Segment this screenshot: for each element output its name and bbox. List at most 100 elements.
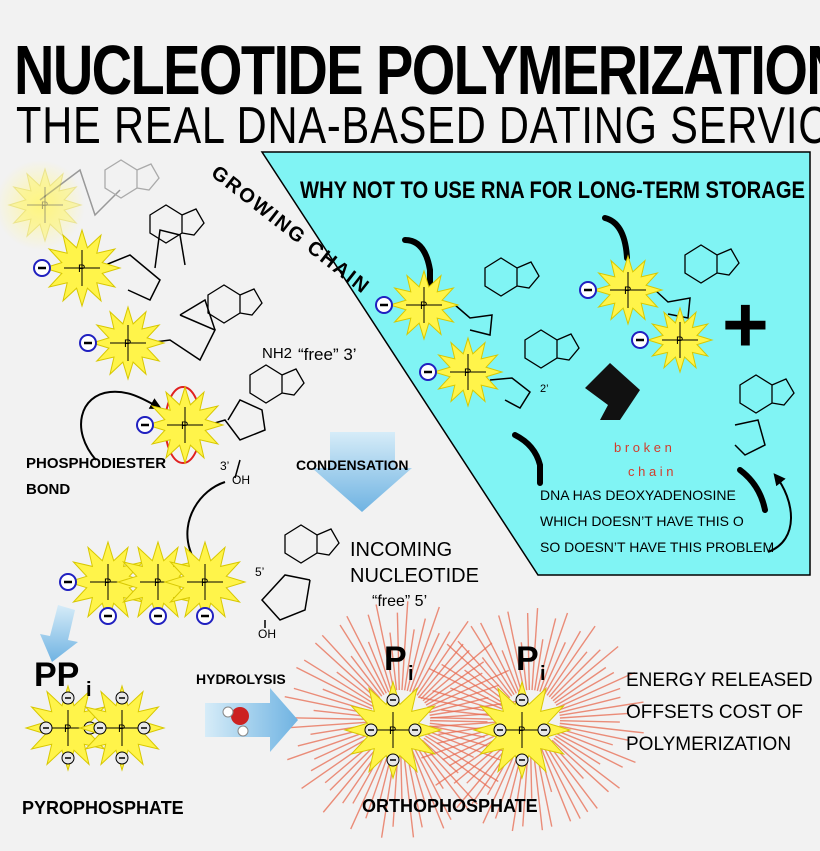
page-subtitle: THE REAL DNA-BASED DATING SERVICE <box>16 97 820 155</box>
phosphorus-atom: P <box>676 335 683 347</box>
burst-ray <box>367 614 392 692</box>
burst-ray <box>420 649 470 700</box>
burst-ray <box>291 717 371 721</box>
phosphate-star: P <box>631 306 714 374</box>
broken-label-line2: c h a i n <box>628 464 674 479</box>
energy-label-line3: POLYMERIZATION <box>626 734 791 755</box>
pi-label-2: P <box>516 640 539 678</box>
burst-ray <box>296 666 374 708</box>
burst-ray <box>375 604 395 691</box>
prime-5-label: 5’ <box>255 565 264 579</box>
burst-ray <box>553 737 620 789</box>
hydrolysis-label: HYDROLYSIS <box>196 671 286 687</box>
pi-subscript-2: i <box>540 663 546 685</box>
burst-ray <box>402 749 415 838</box>
phosphorus-atom: P <box>420 300 427 312</box>
burst-ray <box>531 608 539 691</box>
page-title: NUCLEOTIDE POLYMERIZATION <box>14 31 820 109</box>
incoming-label-line1: INCOMING <box>350 539 452 561</box>
burst-ray <box>550 649 601 700</box>
burst-ray <box>322 742 382 813</box>
burst-ray <box>470 625 515 695</box>
burst-ray <box>556 733 623 768</box>
burst-ray <box>409 606 440 692</box>
burst-ray <box>532 749 544 831</box>
burst-ray <box>534 639 544 691</box>
burst-ray <box>416 620 469 696</box>
phosphate-star: P <box>78 684 166 772</box>
burst-ray <box>411 632 440 693</box>
oh-label: OH <box>232 473 250 487</box>
burst-ray <box>559 719 620 723</box>
burst-ray <box>406 618 427 692</box>
burst-ray <box>428 667 504 707</box>
burst-ray <box>396 612 400 691</box>
water-molecule <box>222 706 249 737</box>
burst-ray <box>350 655 383 697</box>
phosphate-star: P <box>163 540 247 625</box>
burst-ray <box>350 747 389 830</box>
burst-ray <box>365 748 391 819</box>
burst-ray <box>544 630 582 695</box>
burst-ray <box>339 624 385 696</box>
phosphorus-atom: P <box>124 338 131 350</box>
burst-ray <box>542 746 581 819</box>
burst-ray <box>426 732 474 758</box>
burst-ray <box>403 629 415 691</box>
burst-ray <box>526 612 531 691</box>
burst-ray <box>417 743 471 812</box>
phosphate-star: P <box>419 336 504 408</box>
burst-ray <box>410 747 445 829</box>
plus-sign: + <box>722 280 769 369</box>
ppi-label: PP <box>34 656 79 694</box>
burst-ray <box>536 618 557 692</box>
phosphorus-atom: P <box>118 723 125 735</box>
phosphate-star: P <box>7 167 83 243</box>
burst-ray <box>546 625 596 696</box>
burst-ray <box>421 739 459 774</box>
burst-ray <box>367 641 390 693</box>
burst-ray <box>415 744 444 789</box>
burst-ray <box>559 725 630 742</box>
phosphate-star: P <box>579 254 664 326</box>
rna-break-arrow <box>585 363 640 420</box>
free-3-label: “free” 3’ <box>298 345 357 364</box>
pyrophosphate-label: PYROPHOSPHATE <box>22 798 184 818</box>
burst-ray <box>401 601 409 691</box>
burst-ray <box>389 632 398 691</box>
phosphate-star: P <box>343 680 443 780</box>
burst-ray <box>431 717 501 721</box>
burst-ray <box>322 688 373 710</box>
burst-ray <box>413 746 452 821</box>
burst-ray <box>314 642 379 701</box>
dna-note-line1: DNA HAS DEOXYADENOSINE <box>540 487 736 503</box>
burst-ray <box>555 735 601 765</box>
burst-ray <box>482 747 519 824</box>
burst-ray <box>540 747 572 822</box>
phosphate-star: P <box>33 228 122 308</box>
phosphorus-atom: P <box>518 725 525 737</box>
burst-ray <box>520 642 528 691</box>
burst-ray <box>559 701 644 717</box>
burst-ray <box>552 645 619 702</box>
burst-ray <box>314 731 374 760</box>
burst-ray <box>545 745 589 813</box>
dna-note-line3: SO DOESN’T HAVE THIS PROBLEM <box>540 539 774 555</box>
burst-ray <box>281 721 371 729</box>
ppi-subscript: i <box>86 679 92 701</box>
burst-ray <box>557 671 636 709</box>
burst-ray <box>400 749 403 809</box>
prime-3-label: 3’ <box>220 459 229 473</box>
phosphorus-atom: P <box>181 420 188 432</box>
rna-panel-heading: WHY NOT TO USE RNA FOR LONG-TERM STORAGE <box>300 177 805 204</box>
burst-ray <box>558 727 613 746</box>
phosphate-star: P <box>79 305 166 381</box>
burst-ray <box>558 696 621 714</box>
phosphorus-atom: P <box>201 577 208 589</box>
phosphate-star: P <box>472 680 572 780</box>
chain-squiggles <box>402 215 768 513</box>
burst-ray <box>336 671 377 703</box>
burst-ray <box>287 729 372 761</box>
nh2-label: NH2 <box>262 345 292 362</box>
